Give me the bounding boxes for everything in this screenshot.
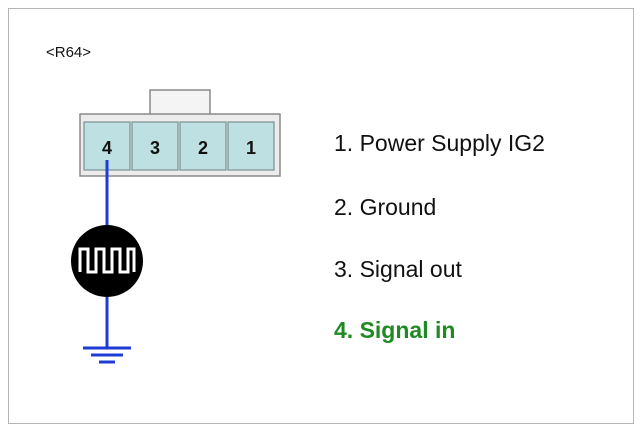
connector-pin-3: 3: [131, 121, 179, 171]
pin-number-2: 2: [198, 138, 208, 158]
pin-number-4: 4: [102, 138, 112, 158]
connector-pin-2: 2: [179, 121, 227, 171]
legend-item-1: 1. Power Supply IG2: [334, 130, 545, 156]
pin-number-3: 3: [150, 138, 160, 158]
ground-icon: [83, 346, 131, 364]
pin-number-1: 1: [246, 138, 256, 158]
legend-item-2: 2. Ground: [334, 194, 437, 220]
connector-latch: [149, 89, 211, 116]
legend-item-3: 3. Signal out: [334, 256, 462, 282]
connector-label: <R64>: [46, 44, 92, 61]
legend-item-4: 4. Signal in: [334, 317, 456, 343]
connector-pin-1: 1: [227, 121, 275, 171]
square-wave-icon: [71, 225, 143, 297]
